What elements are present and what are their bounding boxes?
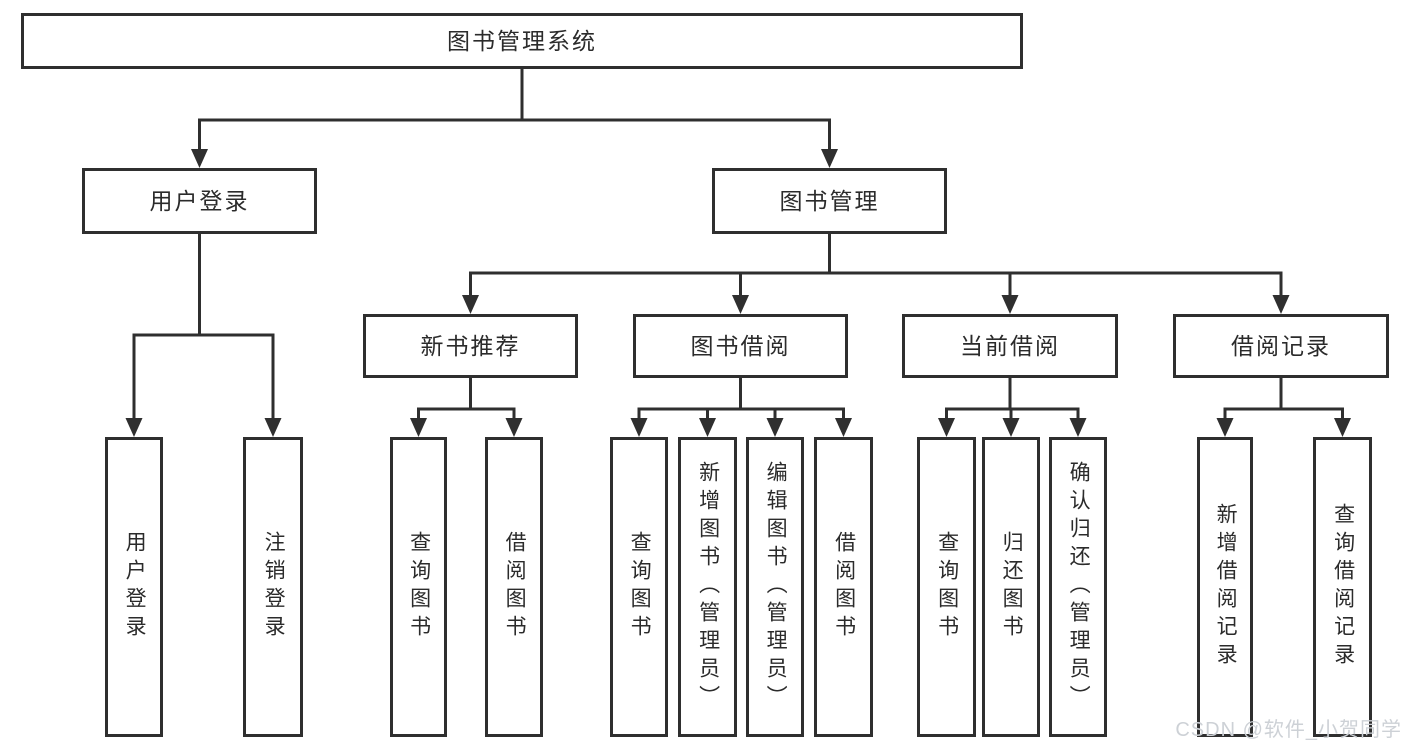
node-book-management: 图书管理 xyxy=(712,168,947,234)
node-current-borrowing: 当前借阅 xyxy=(902,314,1118,378)
watermark: CSDN @软件_小贺同学 xyxy=(1175,719,1402,741)
node-leaf-query-books-2: 查询图书 xyxy=(610,437,668,737)
node-system-root: 图书管理系统 xyxy=(21,13,1023,69)
node-user-login: 用户登录 xyxy=(82,168,317,234)
node-leaf-query-books-3: 查询图书 xyxy=(917,437,976,737)
node-borrowing-records: 借阅记录 xyxy=(1173,314,1389,378)
node-leaf-borrow-books-1: 借阅图书 xyxy=(485,437,543,737)
node-leaf-confirm-return: 确认归还（管理员） xyxy=(1049,437,1107,737)
node-leaf-query-borrow-record: 查询借阅记录 xyxy=(1313,437,1372,737)
node-leaf-user-login: 用户登录 xyxy=(105,437,163,737)
node-book-borrowing: 图书借阅 xyxy=(633,314,848,378)
node-leaf-add-borrow-record: 新增借阅记录 xyxy=(1197,437,1253,737)
node-leaf-return-books: 归还图书 xyxy=(982,437,1040,737)
node-leaf-logout: 注销登录 xyxy=(243,437,303,737)
node-leaf-query-books-1: 查询图书 xyxy=(390,437,447,737)
node-leaf-edit-books: 编辑图书（管理员） xyxy=(746,437,804,737)
node-leaf-borrow-books-2: 借阅图书 xyxy=(814,437,873,737)
node-new-book-recommend: 新书推荐 xyxy=(363,314,578,378)
node-leaf-add-books: 新增图书（管理员） xyxy=(678,437,737,737)
